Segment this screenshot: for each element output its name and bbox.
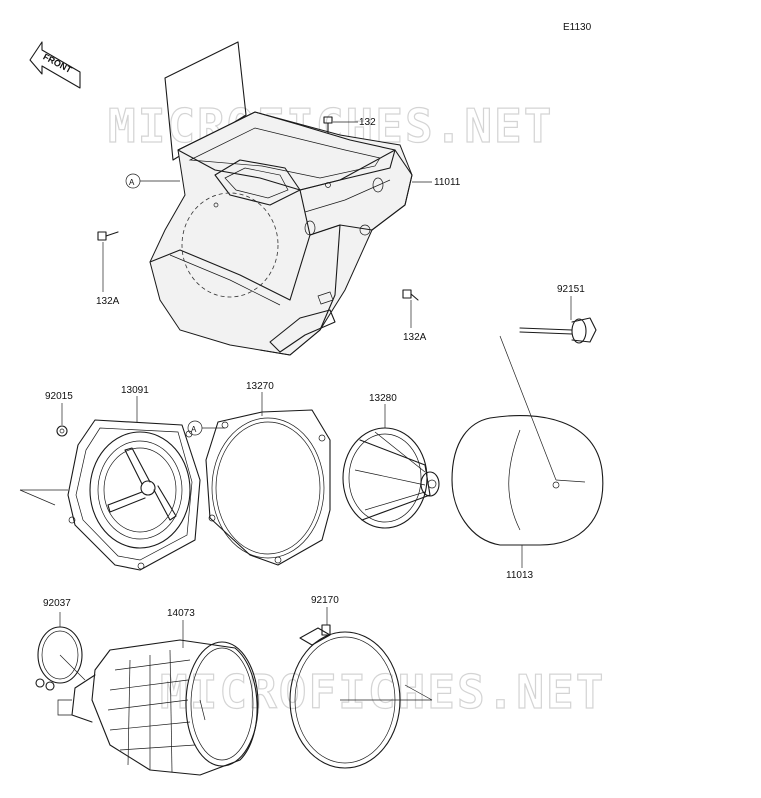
front-label: FRONT (41, 52, 74, 76)
label-13280: 13280 (369, 393, 397, 404)
label-132a-right: 132A (403, 332, 427, 343)
bolt-132-icon (323, 116, 333, 134)
bolt-132a-right-icon (402, 289, 419, 301)
label-92170: 92170 (311, 595, 339, 606)
ref-a-bottom: A (191, 425, 197, 434)
filter-cage-13280 (342, 427, 440, 529)
label-92151: 92151 (557, 284, 585, 295)
duct-14073 (57, 639, 259, 776)
nut-92015-icon (56, 425, 68, 437)
label-13091: 13091 (121, 385, 149, 396)
diagram-code: E1130 (563, 22, 592, 33)
ref-a-top: A (129, 178, 135, 187)
label-132a-left: 132A (96, 296, 120, 307)
label-92037: 92037 (43, 598, 71, 609)
watermark-bottom: MICROFICHES.NET (160, 665, 605, 719)
label-13270: 13270 (246, 381, 274, 392)
label-11011: 11011 (434, 177, 461, 188)
front-arrow-icon: FRONT (29, 41, 81, 89)
label-132: 132 (359, 117, 376, 128)
bolt-132a-left-icon (97, 231, 119, 241)
wing-bolt-92151-icon (519, 317, 597, 344)
label-14073: 14073 (167, 608, 195, 619)
label-92015: 92015 (45, 391, 73, 402)
air-filter-11013 (451, 415, 604, 546)
clamp-92037 (35, 626, 83, 691)
gasket-13270 (205, 409, 331, 566)
filter-holder-13091 (67, 419, 201, 571)
label-11013: 11013 (506, 570, 534, 581)
air-box-11011 (149, 41, 413, 356)
